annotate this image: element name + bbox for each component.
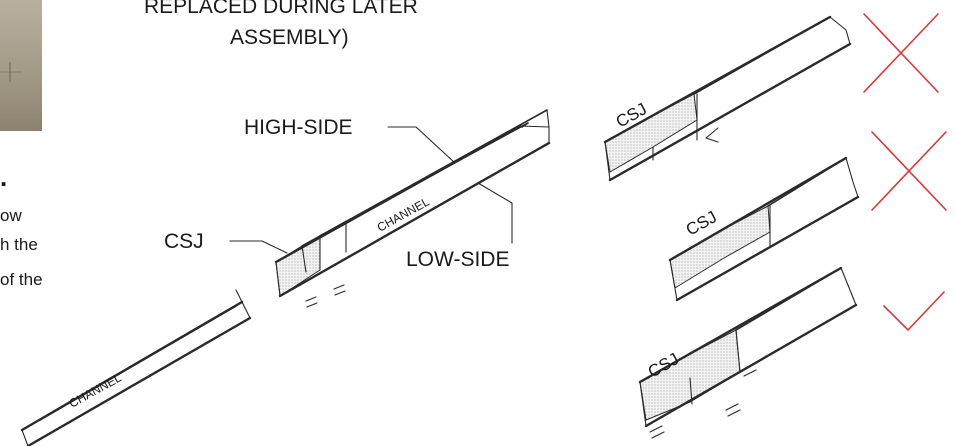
option-1: CSJ bbox=[603, 15, 852, 182]
caption-line-1: ow bbox=[0, 206, 22, 225]
red-check-icon bbox=[883, 291, 945, 332]
top-caption-line-2: ASSEMBLY) bbox=[230, 26, 349, 49]
left-caption: . ow h the of the bbox=[0, 162, 43, 289]
callouts: HIGH-SIDE LOW-SIDE CSJ bbox=[164, 116, 513, 271]
caption-line-2: h the bbox=[0, 235, 38, 254]
photo-thumbnail bbox=[0, 0, 42, 131]
csj-main-label: CSJ bbox=[164, 230, 204, 253]
high-side-label: HIGH-SIDE bbox=[244, 116, 353, 139]
red-x-icon bbox=[863, 13, 939, 93]
channel-lower-label: CHANNEL bbox=[67, 370, 124, 410]
caption-line-3: of the bbox=[0, 270, 43, 289]
top-caption: REPLACED DURING LATER ASSEMBLY) bbox=[144, 0, 418, 49]
option-2: CSJ bbox=[668, 156, 860, 302]
top-caption-line-1: REPLACED DURING LATER bbox=[144, 0, 418, 18]
caption-bullet: . bbox=[0, 162, 7, 192]
red-x-icon bbox=[871, 131, 947, 211]
option-3: CSJ bbox=[638, 266, 858, 439]
low-side-label: LOW-SIDE bbox=[406, 248, 509, 271]
lower-channel: CHANNEL bbox=[20, 289, 252, 446]
main-channel-assembly: CHANNEL bbox=[274, 109, 551, 308]
